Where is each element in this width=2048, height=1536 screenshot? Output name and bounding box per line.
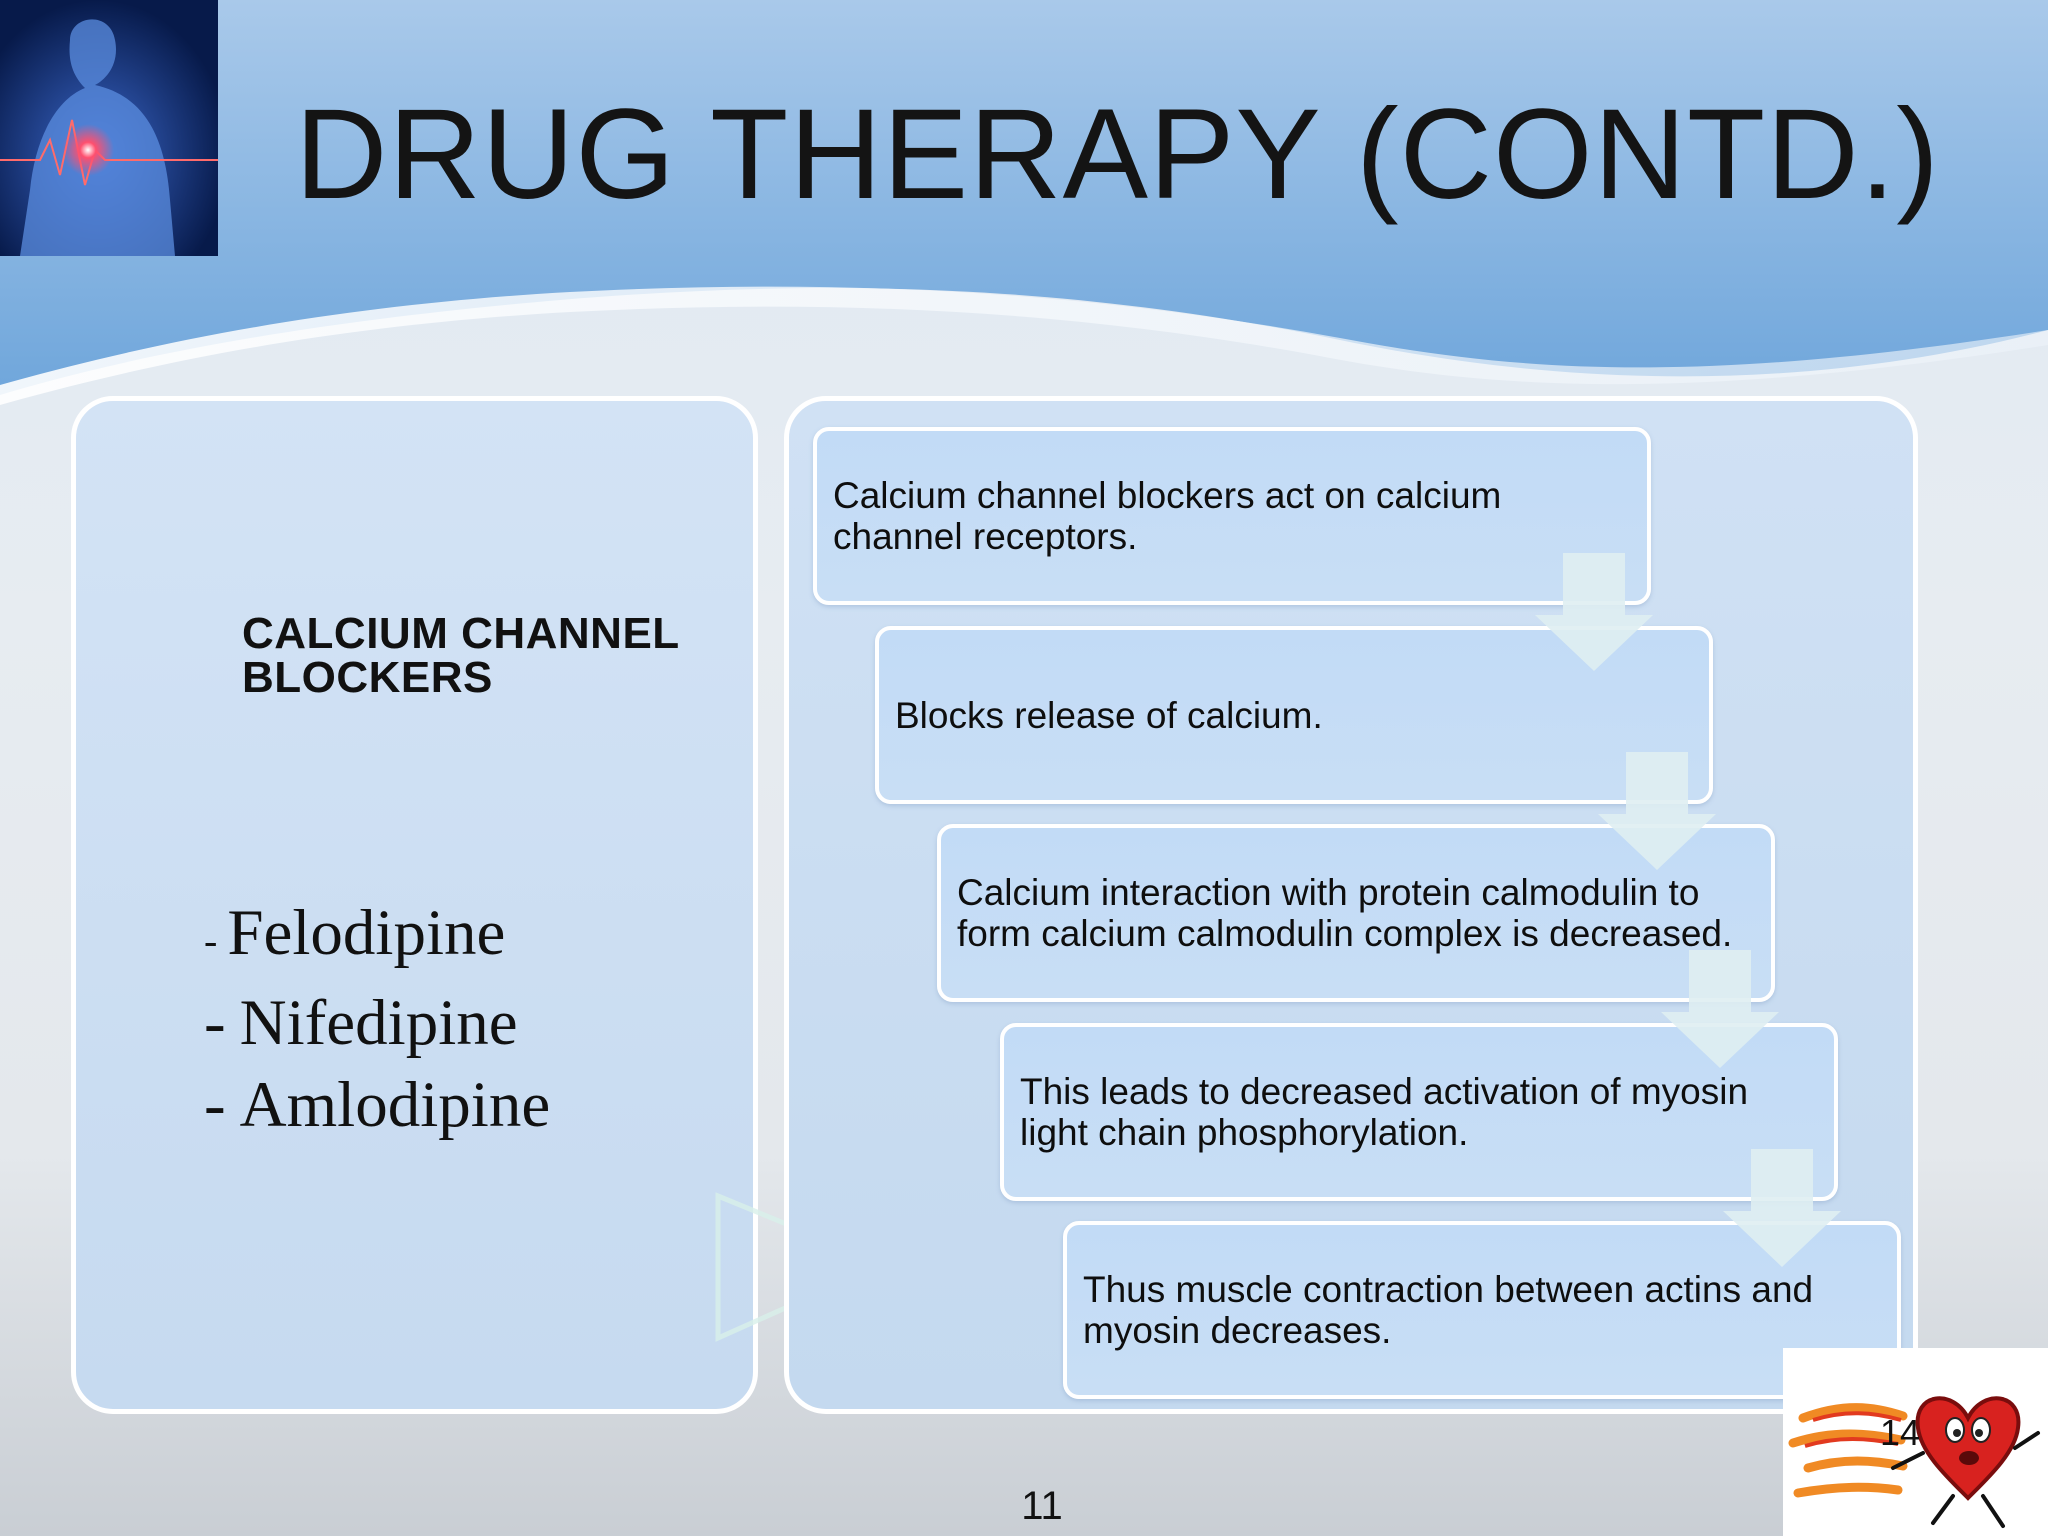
- drug-name: Felodipine: [227, 897, 506, 969]
- drug-class-heading: CALCIUM CHANNEL BLOCKERS: [242, 609, 679, 702]
- corner-number: 14: [1880, 1412, 1921, 1453]
- drug-item: -Amlodipine: [204, 1064, 724, 1146]
- list-dash: -: [204, 1069, 226, 1141]
- flow-step-text: This leads to decreased activation of my…: [1020, 1071, 1749, 1153]
- page-number: 11: [1021, 1484, 1063, 1528]
- drug-name: Nifedipine: [239, 987, 518, 1059]
- down-arrow-icon: [1598, 752, 1716, 870]
- down-arrow-icon: [1535, 553, 1653, 671]
- flow-step-2: Blocks release of calcium.: [875, 626, 1713, 804]
- flow-step-text: Blocks release of calcium.: [895, 694, 1323, 736]
- left-panel: [71, 396, 758, 1414]
- flow-step-text: Thus muscle contraction between actins a…: [1083, 1269, 1814, 1351]
- flow-step-text: Calcium channel blockers act on calcium …: [833, 475, 1502, 557]
- down-arrow-icon: [1661, 950, 1779, 1068]
- drug-name: Amlodipine: [239, 1069, 551, 1141]
- running-heart-image: [1783, 1348, 2048, 1536]
- list-dash: -: [204, 918, 218, 963]
- flow-step-5: Thus muscle contraction between actins a…: [1063, 1221, 1901, 1399]
- drug-list: -Felodipine -Nifedipine -Amlodipine: [204, 892, 724, 1146]
- flow-step-text: Calcium interaction with protein calmodu…: [957, 872, 1733, 954]
- flow-step-1: Calcium channel blockers act on calcium …: [813, 427, 1651, 605]
- drug-item: -Nifedipine: [204, 982, 724, 1064]
- heart-xray-image: [0, 0, 218, 256]
- drug-item: -Felodipine: [204, 892, 724, 982]
- flow-step-4: This leads to decreased activation of my…: [1000, 1023, 1838, 1201]
- list-dash: -: [204, 987, 226, 1059]
- slide-title: DRUG THERAPY (CONTD.): [295, 83, 1940, 226]
- down-arrow-icon: [1723, 1149, 1841, 1267]
- flow-step-3: Calcium interaction with protein calmodu…: [937, 824, 1775, 1002]
- header-wave: [0, 0, 2048, 405]
